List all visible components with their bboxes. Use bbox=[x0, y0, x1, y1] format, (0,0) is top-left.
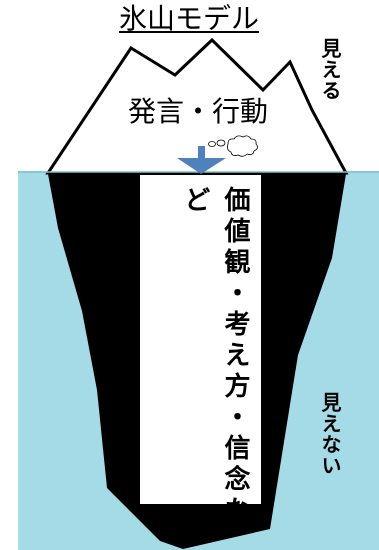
diagram-title: 氷山モデル bbox=[119, 2, 260, 35]
thought-bubble bbox=[208, 135, 258, 157]
underwater-label-box bbox=[140, 175, 261, 504]
iceberg-tip bbox=[45, 37, 349, 175]
down-arrow-icon bbox=[177, 146, 226, 174]
invisible-label: 見えない bbox=[318, 392, 342, 476]
visible-label: 見える bbox=[318, 38, 342, 101]
underwater-label: 価値観・考え方・信念など bbox=[180, 186, 250, 527]
tip-label: 発言・行動 bbox=[128, 95, 269, 128]
